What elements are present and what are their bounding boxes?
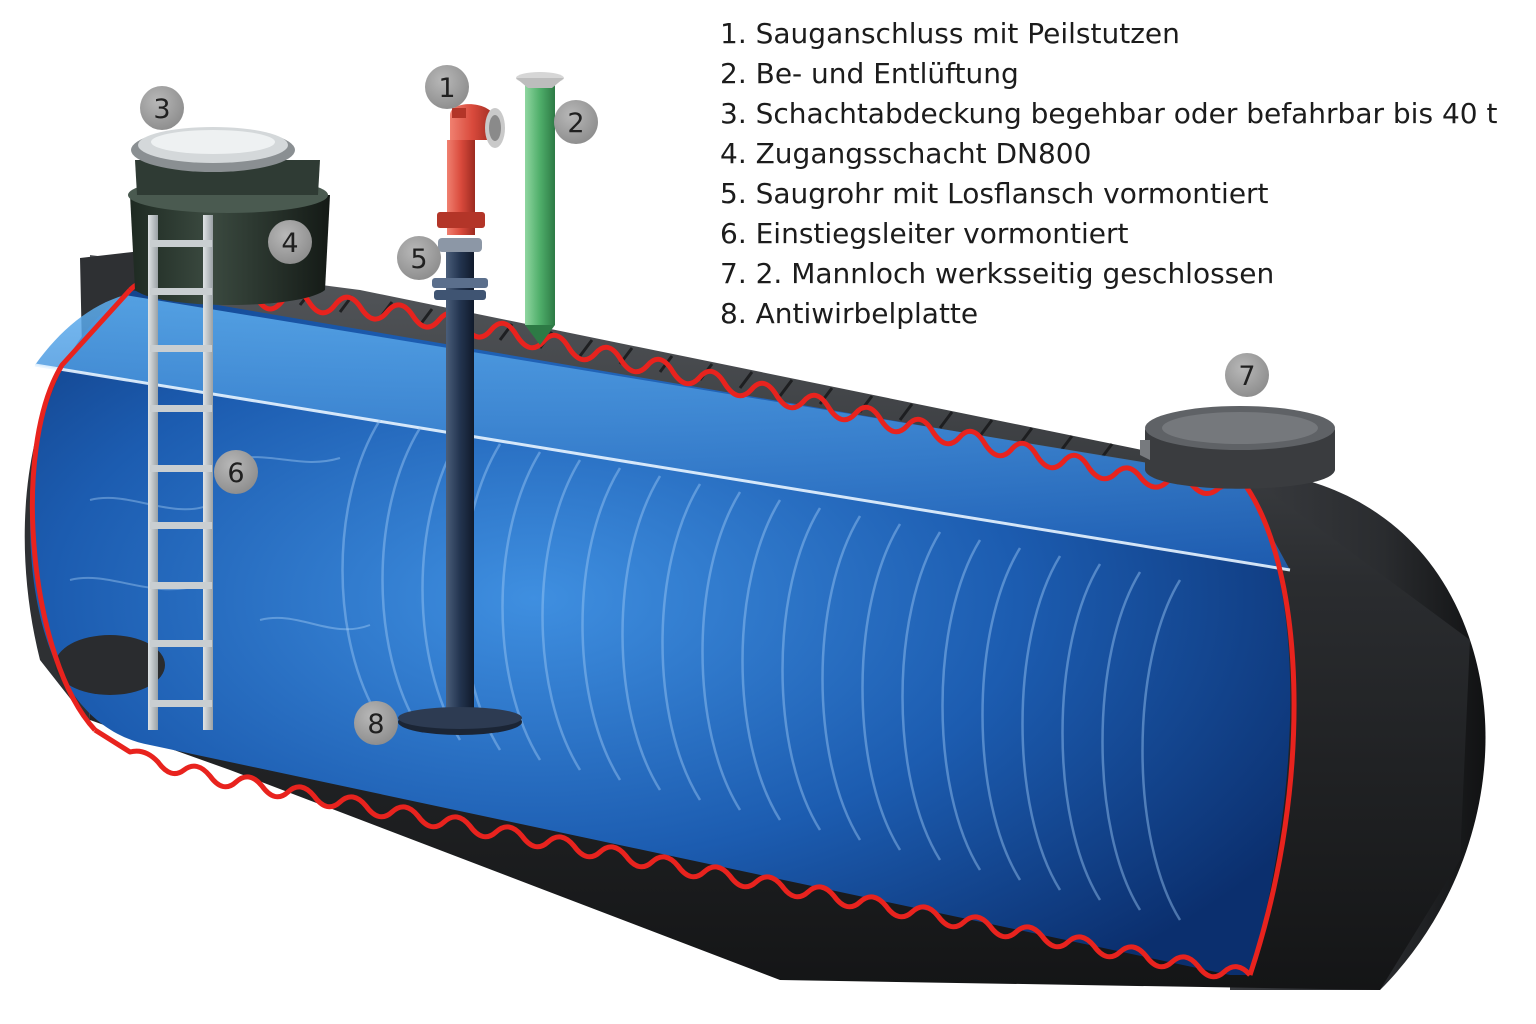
left-manhole-inner [55,635,165,695]
vent-pipe [516,72,564,345]
access-ladder [148,215,213,730]
legend-item: 1. Sauganschluss mit Peilstutzen [720,17,1180,50]
badge-7: 7 [1225,353,1269,397]
badge-8: 8 [354,701,398,745]
anti-vortex-plate [398,707,522,735]
tank-interior [30,290,1291,975]
legend-item: 7. 2. Mannloch werksseitig geschlossen [720,257,1275,290]
legend-item: 5. Saugrohr mit Losflansch vormontiert [720,177,1269,210]
legend-item: 2. Be- und Entlüftung [720,57,1019,90]
badge-2: 2 [554,100,598,144]
badge-2-label: 2 [567,108,584,139]
badge-3: 3 [140,86,184,130]
legend-item: 8. Antiwirbelplatte [720,297,979,330]
shaft-cover [131,127,295,172]
second-manhole-closed [1140,406,1335,489]
water-surface [35,295,1290,570]
badge-1: 1 [425,65,469,109]
component-legend: 1. Sauganschluss mit Peilstutzen 2. Be- … [720,14,1497,334]
suction-connection-hydrant [437,104,505,235]
badge-6: 6 [214,450,258,494]
interior-ribs [341,419,1182,921]
badge-4: 4 [268,220,312,264]
badge-5-label: 5 [410,244,427,275]
badge-6-label: 6 [227,458,244,489]
badge-7-label: 7 [1238,361,1255,392]
badge-8-label: 8 [367,709,384,740]
badge-1-label: 1 [438,73,455,104]
legend-item: 6. Einstiegsleiter vormontiert [720,217,1129,250]
badge-4-label: 4 [281,228,298,259]
suction-pipe [432,238,488,720]
legend-item: 3. Schachtabdeckung begehbar oder befahr… [720,97,1498,130]
badge-3-label: 3 [153,94,170,125]
legend-item: 4. Zugangsschacht DN800 [720,137,1092,170]
badge-5: 5 [397,236,441,280]
